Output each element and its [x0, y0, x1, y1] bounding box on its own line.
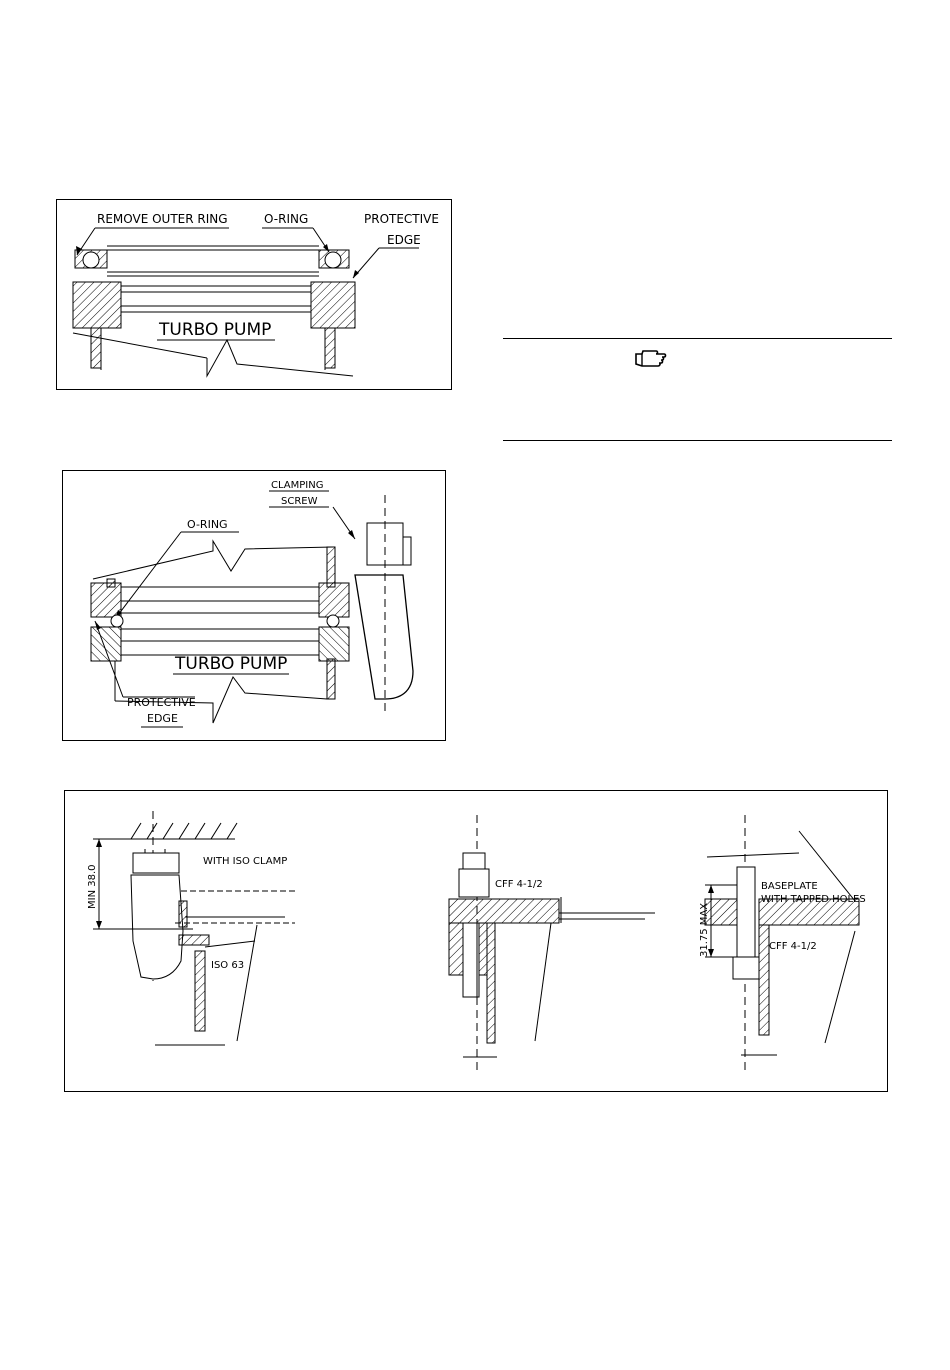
label-baseplate: BASEPLATE: [761, 881, 818, 892]
label-protective: PROTECTIVE: [364, 212, 439, 226]
label-turbo-pump: TURBO PUMP: [174, 654, 287, 674]
label-screw: SCREW: [281, 496, 318, 507]
label-edge: EDGE: [387, 233, 421, 247]
figure-2-drawing: CLAMPING SCREW O-RING TURBO PUMP: [63, 471, 447, 742]
label-cff-1: CFF 4-1/2: [495, 879, 543, 890]
label-o-ring: O-RING: [187, 518, 228, 531]
baseplate-detail: BASEPLATE WITH TAPPED HOLES CFF 4-1/2 31…: [699, 815, 866, 1071]
cff-bolt-detail: CFF 4-1/2: [449, 815, 655, 1071]
label-edge: EDGE: [147, 712, 178, 725]
label-iso-63: ISO 63: [211, 960, 244, 971]
note-bottom-rule: [503, 440, 892, 441]
figure-3-drawing: WITH ISO CLAMP ISO 63 MIN 38.0 CF: [65, 791, 889, 1093]
note-top-rule: [503, 338, 892, 339]
label-with-tapped-holes: WITH TAPPED HOLES: [761, 894, 866, 905]
label-turbo-pump: TURBO PUMP: [158, 320, 271, 340]
pointing-hand-icon: [634, 345, 670, 369]
iso-clamp-detail: WITH ISO CLAMP ISO 63 MIN 38.0: [87, 811, 295, 1045]
figure-1-drawing: REMOVE OUTER RING O-RING PROTECTIVE EDGE: [57, 200, 453, 391]
label-max-3175: 31.75 MAX: [699, 903, 710, 957]
label-min-38: MIN 38.0: [87, 864, 98, 909]
label-clamping: CLAMPING: [271, 480, 323, 491]
label-remove-outer-ring: REMOVE OUTER RING: [97, 212, 228, 226]
label-protective: PROTECTIVE: [127, 696, 196, 709]
figure-clamping-assembly: CLAMPING SCREW O-RING TURBO PUMP: [62, 470, 446, 741]
figure-mounting-options: WITH ISO CLAMP ISO 63 MIN 38.0 CF: [64, 790, 888, 1092]
label-with-iso-clamp: WITH ISO CLAMP: [203, 856, 287, 867]
figure-outer-ring-removal: REMOVE OUTER RING O-RING PROTECTIVE EDGE: [56, 199, 452, 390]
label-o-ring: O-RING: [264, 212, 308, 226]
label-cff-2: CFF 4-1/2: [769, 941, 817, 952]
